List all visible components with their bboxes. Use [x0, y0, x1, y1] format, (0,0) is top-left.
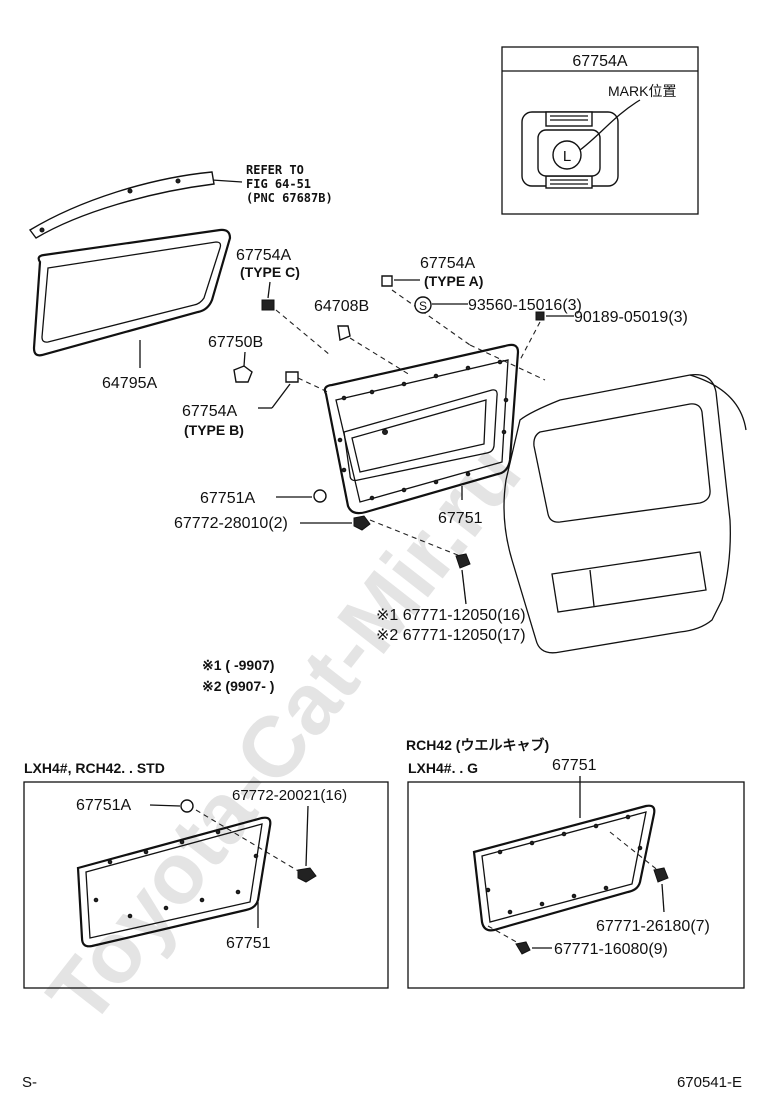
- label-type-a: (TYPE A): [424, 273, 483, 289]
- box-right-fastener-26180: [653, 867, 669, 883]
- fastener-67772-28010: [353, 515, 371, 531]
- box-right-title1: RCH42 (ウエルキャブ): [406, 737, 549, 753]
- box-right-trim-board: [472, 804, 656, 932]
- label-67772-28010: 67772-28010(2): [174, 515, 288, 532]
- label-64708B: 64708B: [314, 298, 369, 315]
- back-door-weatherstrip: [32, 228, 232, 357]
- label-67751A: 67751A: [200, 490, 255, 507]
- clip-67750B: [233, 365, 253, 383]
- box-right-label-26180: 67771-26180(7): [596, 918, 710, 935]
- label-67754A-c: 67754A: [236, 247, 291, 264]
- inset-box: 67754A MARK位置 L: [501, 46, 699, 215]
- back-door-outline: [503, 373, 747, 654]
- refer-leader: [211, 179, 243, 183]
- box-left-label-67772-20021: 67772-20021(16): [232, 787, 347, 804]
- footer-right: 670541-E: [677, 1074, 742, 1091]
- spoiler-molding: [28, 171, 215, 239]
- box-left-clip: [180, 799, 194, 813]
- inset-frame: [501, 46, 699, 215]
- box-left-leader-67772: [305, 805, 309, 867]
- box-left-leader-67751A: [149, 804, 181, 807]
- clip-type-a-detail: L: [521, 99, 641, 189]
- box-right-label-67751: 67751: [552, 757, 597, 774]
- leader-67771-12050: [461, 569, 467, 605]
- clip-type-c: [261, 299, 275, 311]
- clip-67751A: [313, 489, 327, 503]
- s-letter: S: [419, 299, 427, 313]
- box-right-label-16080: 67771-16080(9): [554, 941, 668, 958]
- leader-67754A-b: [271, 383, 291, 409]
- s-circle: [414, 296, 432, 314]
- fastener-67771-12050: [455, 553, 471, 569]
- box-right-title2: LXH4#. . G: [408, 760, 478, 776]
- refer-line3: (PNC 67687B): [246, 191, 333, 205]
- box-right-frame: [407, 781, 745, 989]
- box-right-fastener-16080: [515, 941, 531, 955]
- box-left-label-67751: 67751: [226, 935, 271, 952]
- label-67754A-b: 67754A: [182, 403, 237, 420]
- label-93560: 93560-15016(3): [468, 297, 582, 314]
- inset-mark-label: MARK位置: [608, 83, 676, 99]
- label-64795A: 64795A: [102, 375, 157, 392]
- label-type-c: (TYPE C): [240, 264, 300, 280]
- note-2: ※2 (9907- ): [202, 678, 274, 694]
- label-n2-code: ※2 67771-12050(17): [376, 627, 526, 644]
- mark-letter: L: [563, 148, 571, 165]
- label-n1-code: ※1 67771-12050(16): [376, 607, 526, 624]
- box-left-frame: [23, 781, 389, 989]
- label-67750B: 67750B: [208, 334, 263, 351]
- leader-67754A-c: [267, 281, 271, 299]
- label-type-b: (TYPE B): [184, 422, 244, 438]
- box-left-label-67751A: 67751A: [76, 797, 131, 814]
- screw-90189: [535, 311, 545, 321]
- mark-leader: [579, 99, 641, 151]
- box-left-fastener: [297, 867, 317, 883]
- clip-type-a: [381, 275, 393, 287]
- label-90189: 90189-05019(3): [574, 309, 688, 326]
- refer-line2: FIG 64-51: [246, 177, 311, 191]
- clip-type-b: [285, 371, 299, 383]
- box-left-title: LXH4#, RCH42. . STD: [24, 760, 165, 776]
- inset-title: 67754A: [572, 53, 627, 70]
- mark-circle: [552, 140, 582, 170]
- clip-top-tab: [545, 111, 593, 127]
- box-left-trim-board: [76, 816, 272, 948]
- label-67754A-a: 67754A: [420, 255, 475, 272]
- label-67751: 67751: [438, 510, 483, 527]
- note-1: ※1 ( -9907): [202, 657, 274, 673]
- box-right-leader-26180: [661, 883, 665, 913]
- clip-bottom-tab: [545, 175, 593, 189]
- leader-67750B: [243, 351, 246, 367]
- refer-line1: REFER TO: [246, 163, 304, 177]
- clip-64708B: [337, 325, 351, 341]
- footer-left: S-: [22, 1074, 37, 1091]
